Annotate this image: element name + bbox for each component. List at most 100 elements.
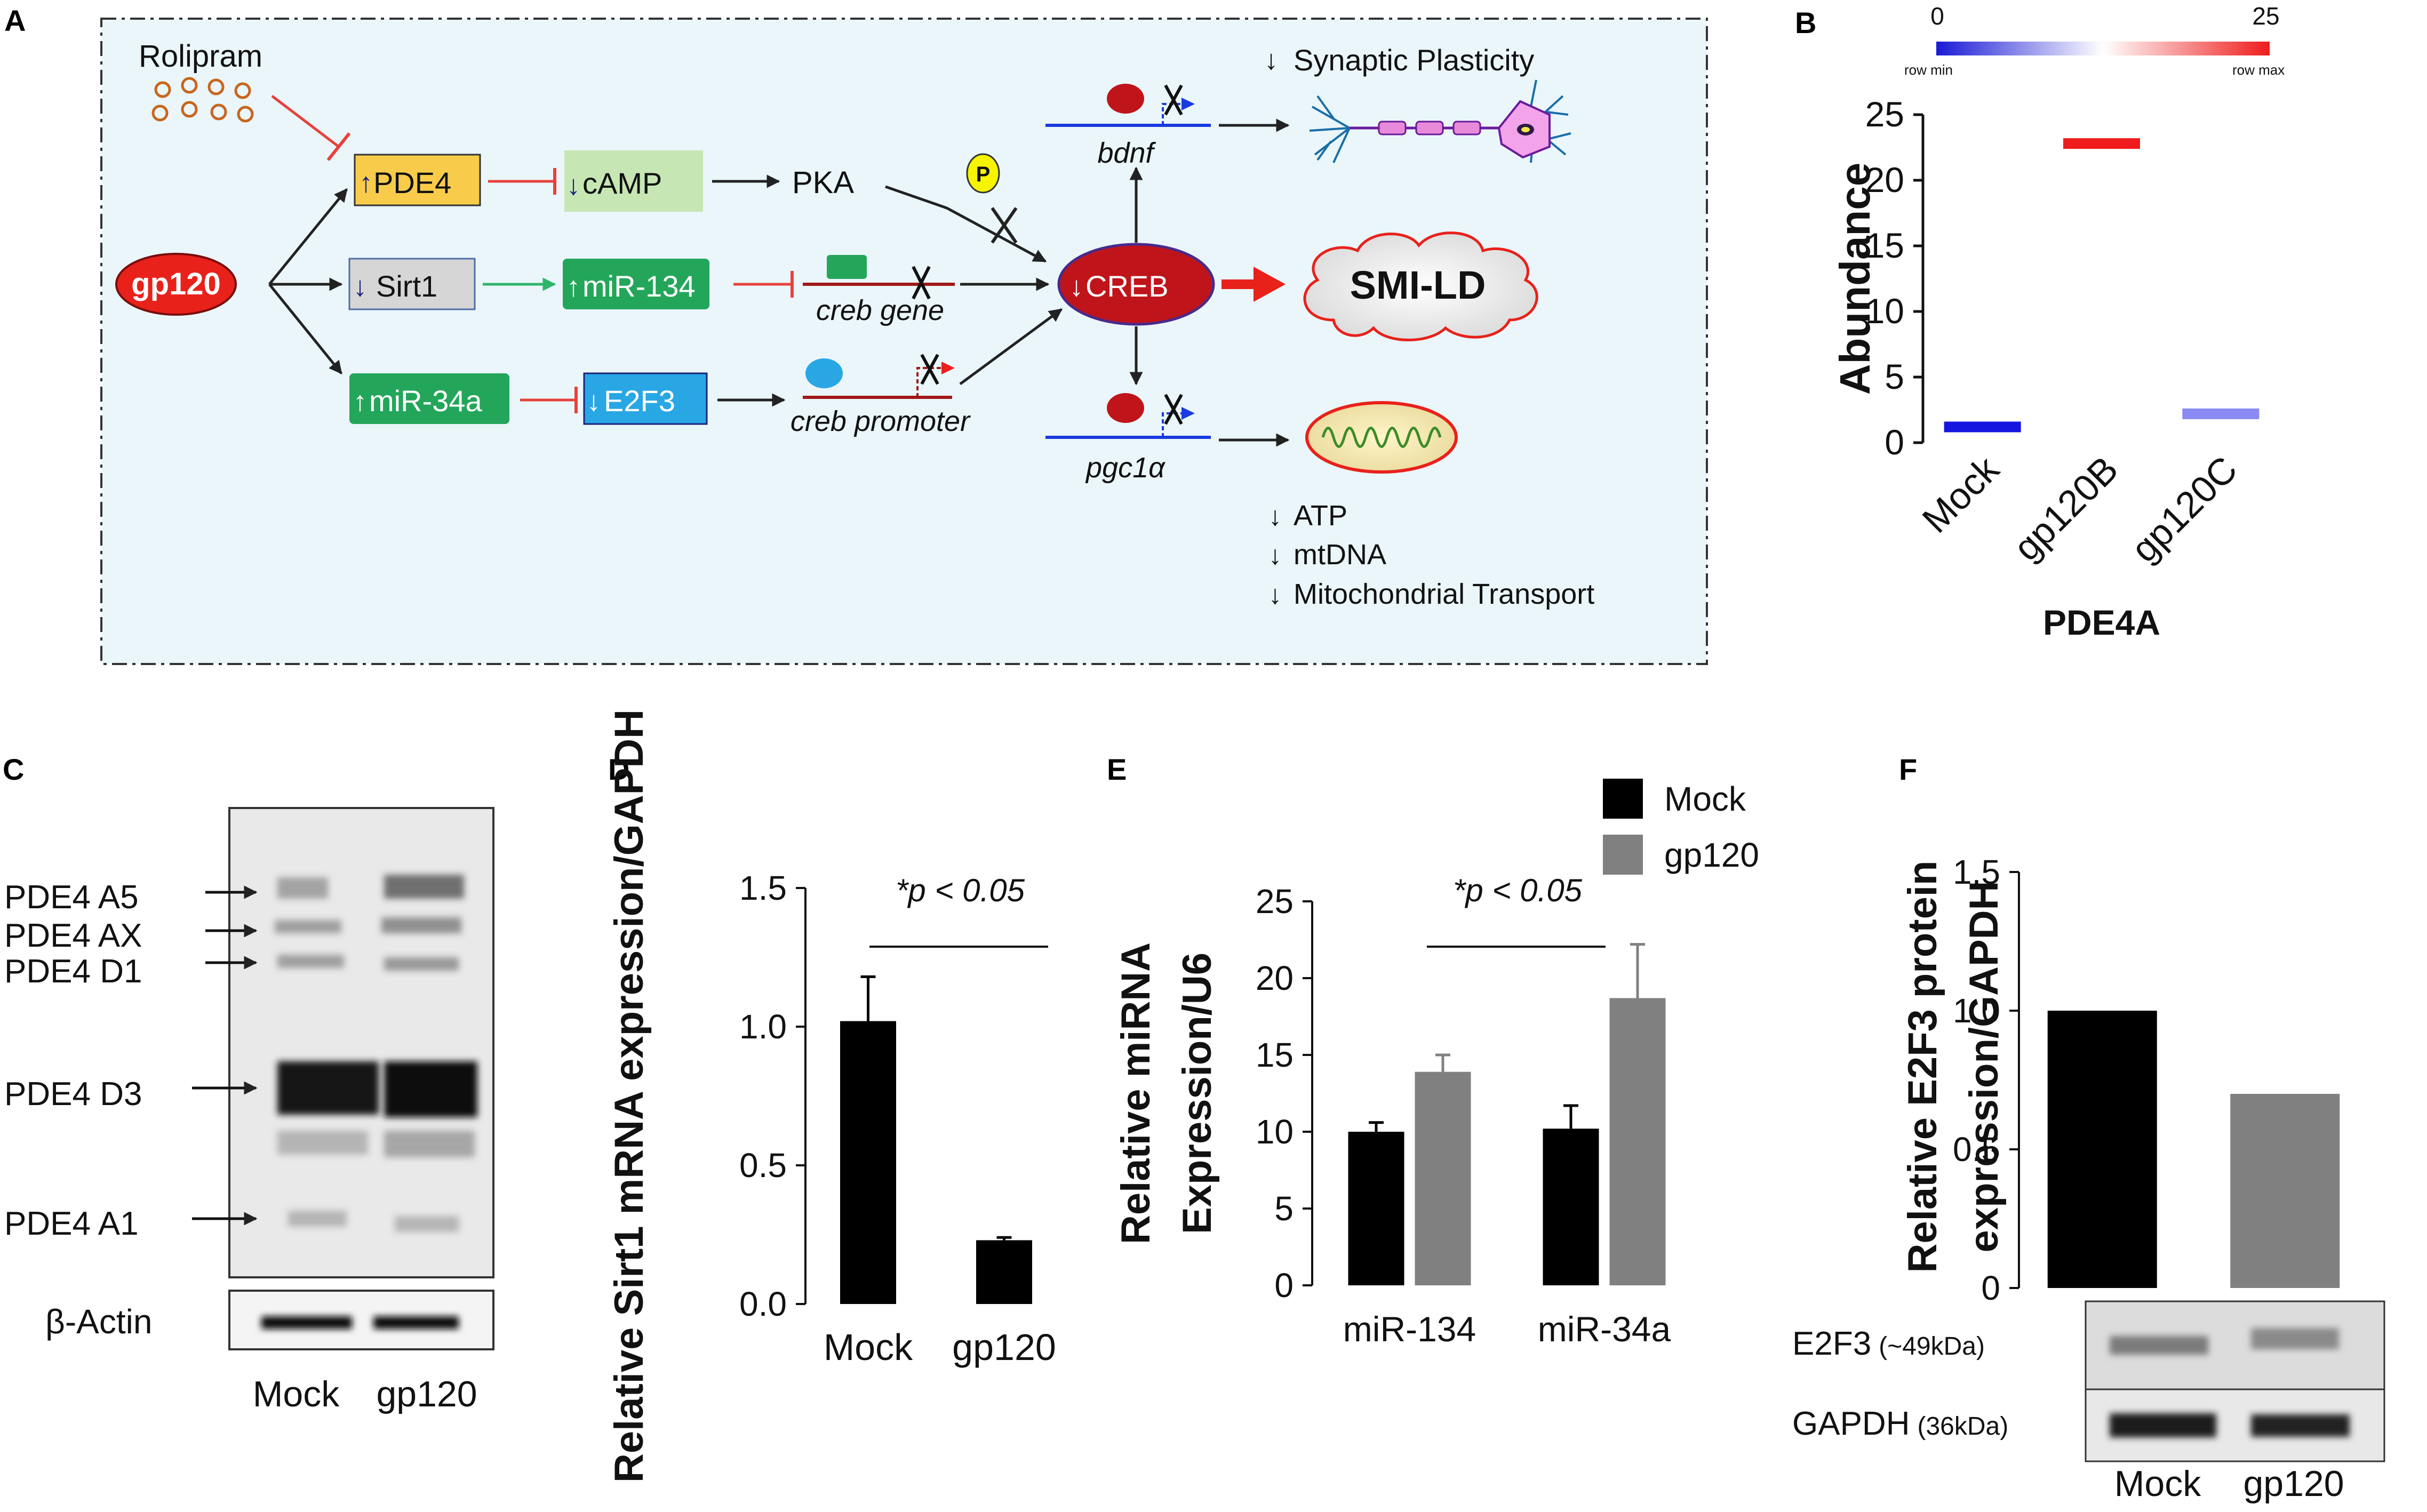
synaptic-down-icon: ↓ (1264, 45, 1278, 76)
smild-label: SMI-LD (1350, 263, 1486, 307)
blot-band (2251, 1328, 2339, 1349)
y-tick-label: 0 (1274, 1266, 1294, 1305)
gp120-to-pde4-arrow (268, 188, 348, 285)
rolipram-inhibit-bar (326, 132, 351, 161)
y-tick-label: 20 (1865, 160, 1904, 199)
blot-band (277, 877, 328, 899)
actin-label: β-Actin (45, 1302, 152, 1341)
creb-to-smild-arrowhead (1254, 267, 1286, 302)
bdnf-label: bdnf (1097, 137, 1156, 169)
blot-band (277, 1131, 368, 1155)
heatmap-color-scale (1936, 42, 2270, 55)
mir34a-box (349, 373, 509, 424)
legend-label: gp120 (1664, 836, 1759, 874)
sirt1-box (348, 258, 476, 310)
y-tick-label: 5 (1274, 1189, 1294, 1228)
abundance-mark (1944, 421, 2021, 433)
blot-band (277, 1061, 379, 1115)
y-tick-label: 1.5 (1953, 853, 2000, 891)
blot-band (2110, 1413, 2216, 1437)
abundance-mark (2182, 408, 2260, 419)
western-c-labels: PDE4 A5 PDE4 AX PDE4 D1 PDE4 D3 PDE4 A1 (4, 879, 258, 1242)
mir134-up-icon: ↑ (566, 271, 580, 302)
pde4-box (354, 154, 481, 206)
creb-promoter-label: creb promoter (791, 405, 971, 437)
x-tick-label: Mock (824, 1326, 913, 1368)
lane-label: Mock (253, 1374, 340, 1414)
bar (976, 1240, 1032, 1304)
y-tick-label: 0 (1981, 1269, 2000, 1307)
creb-node (1057, 243, 1215, 326)
outcome-down-icon: ↓ (1268, 540, 1282, 570)
mitochondrion-icon (1305, 401, 1458, 474)
mir134-label: miR-134 (582, 269, 696, 303)
rolipram-molecules-icon (151, 77, 254, 123)
x-tick-label: miR-134 (1343, 1309, 1476, 1349)
y-axis-label: Abundance (1831, 163, 1879, 395)
outcome-item: mtDNA (1294, 539, 1386, 571)
gp120-to-mir34a-arrow (268, 283, 342, 374)
sirt1-label: Sirt1 (376, 269, 437, 303)
rolipram-label: Rolipram (139, 39, 262, 74)
outcome-down-icon: ↓ (1268, 580, 1282, 610)
creb-promoter-to-creb-arrow (959, 308, 1063, 386)
outcomes-list: ↓ ATP ↓ mtDNA ↓ Mitochondrial Transport (1268, 500, 1594, 610)
y-tick-label: 25 (1865, 94, 1904, 134)
synaptic-label: Synaptic Plasticity (1294, 43, 1534, 77)
panel-letter-f: F (1899, 753, 1917, 786)
creb-promoter-factor (805, 358, 843, 388)
y-tick-label: 0.5 (1953, 1130, 2000, 1169)
y-tick-label: 25 (1256, 882, 1294, 921)
x-tick-label: miR-34a (1538, 1309, 1671, 1349)
legend-swatch (1603, 835, 1643, 875)
smild-cloud (1303, 231, 1538, 341)
legend-label: Mock (1664, 780, 1746, 818)
camp-down-icon: ↓ (566, 170, 580, 201)
band-label: PDE4 A1 (4, 1205, 139, 1242)
blot-band (381, 917, 461, 933)
e2f3-label: E2F3 (604, 384, 675, 418)
bdnf-tss-arrowhead (1181, 98, 1195, 110)
pka-to-creb-arrow (885, 185, 1047, 263)
panel-letter-a: A (4, 4, 26, 37)
bar (1415, 1071, 1471, 1285)
heatmap-max-value: 25 (2252, 2, 2279, 30)
panel-c: C PDE4 A5 PDE4 AX PDE4 D1 PDE4 D3 PDE4 (3, 753, 494, 1414)
panel-letter-e: E (1107, 753, 1127, 786)
y-axis-label: Expression/U6 (1175, 953, 1220, 1234)
pgc1a-factor (1107, 393, 1144, 423)
gapdh-bands (2110, 1413, 2350, 1437)
blot-band (395, 1216, 459, 1232)
gp120-label: gp120 (131, 267, 221, 301)
outcome-item: ATP (1294, 500, 1347, 532)
bar (2230, 1094, 2340, 1288)
heatmap-min-label: row min (1904, 62, 1953, 78)
blot-band (261, 1316, 352, 1329)
outcome-down-icon: ↓ (1268, 501, 1282, 531)
western-c-bands (275, 875, 477, 1232)
blot-band (373, 1316, 459, 1329)
mir134-box (563, 259, 709, 309)
panel-letter-c: C (3, 753, 24, 786)
bar (1543, 1129, 1599, 1285)
significance-label: *p < 0.05 (1453, 873, 1583, 908)
gp120-node (115, 253, 237, 316)
mir34a-label: miR-34a (369, 384, 482, 418)
blot-band (384, 1061, 477, 1117)
x-axis-label: PDE4A (2043, 603, 2160, 642)
mir34a-up-icon: ↑ (353, 386, 367, 417)
creb-promoter-tss-arrowhead (941, 362, 955, 374)
heatmap-min-value: 0 (1930, 2, 1944, 30)
blot-band (384, 957, 459, 971)
lane-label: Mock (2114, 1463, 2201, 1504)
e2f3-bands (2110, 1328, 2339, 1355)
creb-promoter-x-icon (920, 354, 939, 385)
y-tick-label: 10 (1865, 291, 1904, 331)
pathway-frame (100, 18, 1708, 665)
